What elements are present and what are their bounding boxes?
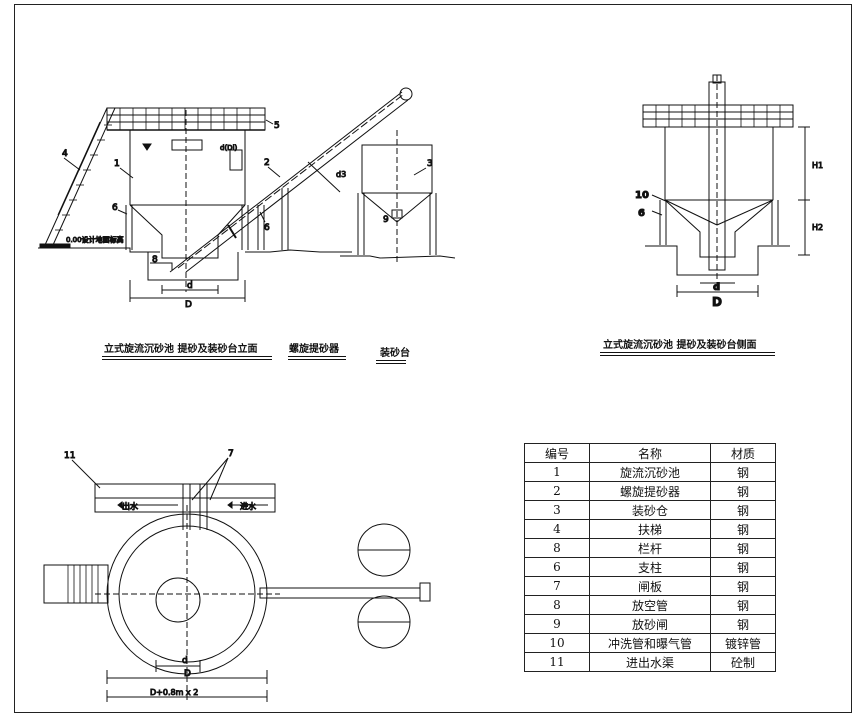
label-1: 1 [114, 159, 120, 169]
label-6-side: 6 [638, 208, 645, 219]
caption-loading: 装砂台 [380, 348, 410, 359]
legend-cell: 放空管 [589, 595, 711, 615]
plan-dim-total: D+0.8m x 2 [150, 688, 198, 697]
legend-cell: 1 [524, 462, 590, 482]
dim-H2: H2 [812, 223, 823, 232]
caption-side: 立式旋流沉砂池 提砂及装砂台侧面 [603, 340, 757, 351]
elevation-labels: 4 5 1 6 6 2 8 0.00设计地面标高 d(Di) d3 d D [62, 121, 347, 311]
caption-underline [376, 363, 406, 364]
label-7: 7 [228, 449, 234, 459]
legend-cell: 钢 [710, 519, 776, 539]
label-5: 5 [274, 121, 280, 131]
caption-underline [376, 360, 406, 361]
legend-cell: 扶梯 [589, 519, 711, 539]
legend-cell: 钢 [710, 557, 776, 577]
legend-cell: 螺旋提砂器 [589, 481, 711, 501]
legend-cell: 钢 [710, 481, 776, 501]
dim-d: d [187, 281, 193, 291]
legend-cell: 9 [524, 614, 590, 634]
legend-cell: 8 [524, 595, 590, 615]
legend-cell: 钢 [710, 538, 776, 558]
legend-header-row: 编号 名称 材质 [524, 443, 776, 463]
plan-dim-d: d [182, 656, 188, 666]
label-8: 8 [152, 255, 158, 265]
caption-underline [600, 355, 775, 356]
level-label: 0.00设计地面标高 [66, 235, 124, 244]
legend-cell: 钢 [710, 614, 776, 634]
legend-cell: 支柱 [589, 557, 711, 577]
legend-cell: 闸板 [589, 576, 711, 596]
label-6: 6 [112, 203, 118, 213]
label-10: 10 [635, 190, 649, 201]
legend-cell: 3 [524, 500, 590, 520]
d3-label: d3 [336, 170, 346, 179]
label-9: 9 [383, 215, 389, 225]
legend-cell: 冲洗管和曝气管 [589, 633, 711, 653]
main-elevation [38, 87, 413, 302]
legend-cell: 进出水渠 [589, 652, 711, 672]
legend-cell: 钢 [710, 576, 776, 596]
legend-cell: 10 [524, 633, 590, 653]
header-name: 名称 [589, 443, 711, 463]
plan-dim-D: D [184, 669, 191, 679]
caption-underline [102, 359, 272, 360]
legend-cell: 旋流沉砂池 [589, 462, 711, 482]
dim-d-side: d [713, 282, 720, 293]
label-11: 11 [64, 451, 75, 461]
inlet-label: 进水 [240, 501, 256, 511]
caption-underline [288, 359, 346, 360]
dim-H1: H1 [812, 161, 823, 170]
label-2: 2 [264, 158, 270, 168]
plan-labels: 11 7 出水 进水 d D D+0.8m x 2 [64, 449, 257, 698]
legend-cell: 11 [524, 652, 590, 672]
legend-cell: 钢 [710, 500, 776, 520]
caption-underline [600, 352, 775, 353]
side-labels: 10 6 H1 H2 d D [635, 161, 824, 310]
legend-cell: 镀锌管 [710, 633, 776, 653]
header-number: 编号 [524, 443, 590, 463]
dim-D: D [185, 300, 192, 310]
legend-cell: 2 [524, 481, 590, 501]
label-4: 4 [62, 149, 68, 159]
side-elevation [642, 74, 810, 297]
legend-cell: 栏杆 [589, 538, 711, 558]
caption-elevation: 立式旋流沉砂池 提砂及装砂台立面 [104, 344, 258, 355]
label-6-screw: 6 [264, 223, 270, 233]
legend-cell: 6 [524, 557, 590, 577]
loading-bin-elevation: 3 9 [340, 130, 456, 262]
d-di-label: d(Di) [220, 144, 238, 152]
legend-cell: 装砂仓 [589, 500, 711, 520]
label-3: 3 [427, 159, 433, 169]
legend-cell: 4 [524, 519, 590, 539]
caption-underline [102, 356, 272, 357]
outlet-label: 出水 [122, 501, 138, 511]
plan-view [43, 457, 431, 702]
header-material: 材质 [710, 443, 776, 463]
legend-cell: 钢 [710, 595, 776, 615]
caption-underline [288, 356, 346, 357]
legend-cell: 7 [524, 576, 590, 596]
legend-cell: 砼制 [710, 652, 776, 672]
dim-D-side: D [712, 295, 722, 309]
legend-cell: 8 [524, 538, 590, 558]
legend-cell: 放砂闸 [589, 614, 711, 634]
legend-cell: 钢 [710, 462, 776, 482]
caption-screw: 螺旋提砂器 [289, 344, 339, 355]
